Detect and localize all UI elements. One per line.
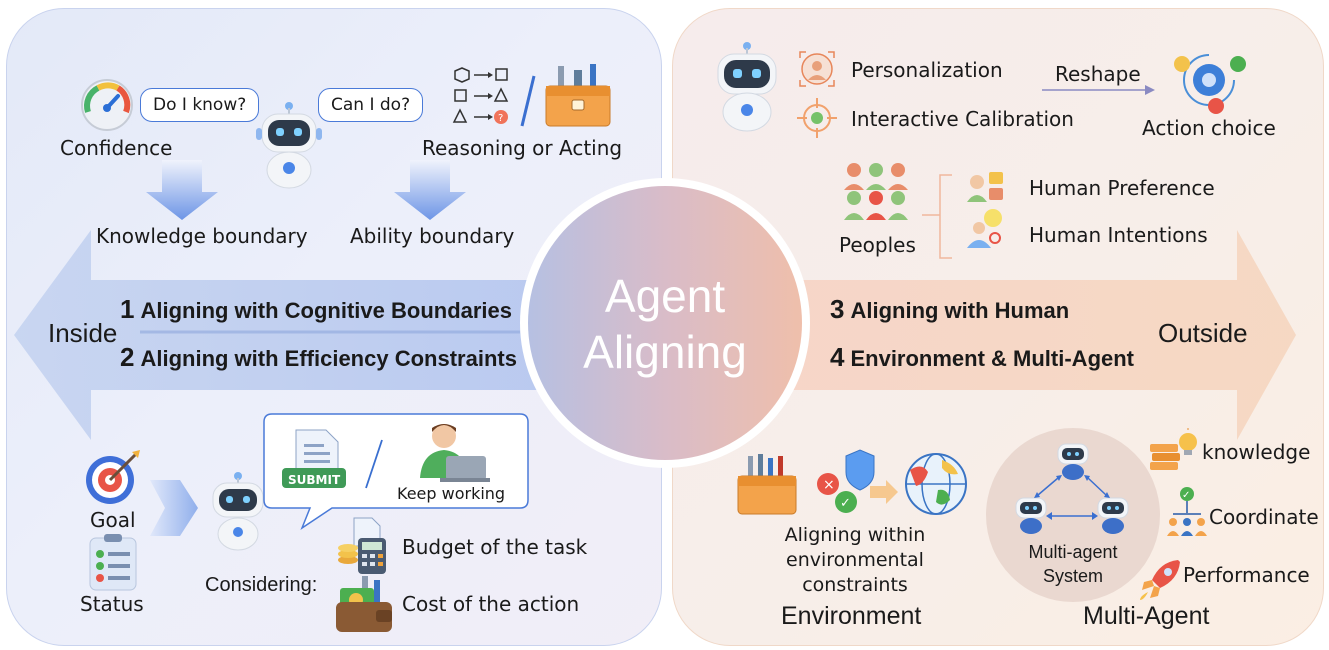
bubble-do-i-know: Do I know? bbox=[140, 88, 260, 122]
considering-label: Considering: bbox=[205, 574, 318, 596]
env-caption: Aligning within environmental constraint… bbox=[770, 523, 940, 598]
env-caption-line1: Aligning within bbox=[784, 524, 926, 546]
wallet-icon bbox=[336, 576, 392, 632]
goal-label: Goal bbox=[90, 508, 136, 532]
row-3-num: 3 bbox=[830, 294, 845, 324]
globe-icon bbox=[905, 453, 967, 515]
check-cross-icon: × ✓ bbox=[817, 449, 898, 513]
row-1-text: Aligning with Cognitive Boundaries bbox=[140, 298, 513, 323]
human-preference-label: Human Preference bbox=[1029, 176, 1215, 200]
mas-caption-line2: System bbox=[1042, 566, 1103, 586]
svg-text:?: ? bbox=[498, 113, 503, 124]
reshape-label: Reshape bbox=[1055, 62, 1141, 86]
row-3-text: Aligning with Human bbox=[850, 298, 1070, 323]
center-circle-inner bbox=[528, 186, 802, 460]
submit-label: SUBMIT bbox=[288, 473, 341, 487]
env-caption-line3: constraints bbox=[802, 574, 908, 596]
tree-icon: ✓ bbox=[1167, 487, 1207, 536]
portrait-icon bbox=[799, 51, 835, 87]
environment-title: Environment bbox=[781, 602, 922, 630]
bubble-can-i-do: Can I do? bbox=[318, 88, 424, 122]
target-icon bbox=[86, 450, 140, 504]
svg-text:×: × bbox=[823, 477, 835, 493]
robot-icon bbox=[256, 102, 322, 189]
crosshair-icon bbox=[797, 98, 837, 138]
action-choice-label: Action choice bbox=[1142, 116, 1276, 140]
center-title: Agent Aligning bbox=[545, 268, 785, 380]
personalization-label: Personalization bbox=[851, 58, 1003, 82]
tools-icon bbox=[737, 454, 797, 515]
budget-label: Budget of the task bbox=[402, 535, 588, 559]
toolbox-icon bbox=[545, 64, 611, 127]
interactive-calibration-label: Interactive Calibration bbox=[851, 107, 1074, 131]
row-2-num: 2 bbox=[120, 342, 135, 372]
center-title-line1: Agent bbox=[604, 270, 726, 322]
performance-label: Performance bbox=[1183, 563, 1310, 587]
knowledge-label: knowledge bbox=[1202, 440, 1311, 464]
keep-working-label: Keep working bbox=[397, 484, 506, 503]
intention-icon bbox=[967, 209, 1002, 248]
peoples-label: Peoples bbox=[839, 233, 916, 257]
rocket-icon bbox=[1140, 560, 1180, 600]
preference-icon bbox=[967, 172, 1003, 202]
coordinate-label: Coordinate bbox=[1209, 505, 1319, 529]
ability-boundary-label: Ability boundary bbox=[350, 224, 515, 248]
gauge-icon bbox=[81, 79, 133, 131]
shapes-icon: ? bbox=[452, 67, 509, 124]
calculator-icon bbox=[338, 517, 386, 574]
inside-label: Inside bbox=[48, 318, 118, 348]
svg-text:✓: ✓ bbox=[1182, 490, 1190, 501]
robot-icon bbox=[212, 472, 264, 551]
human-intentions-label: Human Intentions bbox=[1029, 223, 1208, 247]
mas-caption-line1: Multi-agent bbox=[1028, 542, 1118, 562]
gear-cycle-icon bbox=[1174, 54, 1246, 114]
submit-doc-icon bbox=[282, 429, 346, 488]
checklist-icon bbox=[89, 534, 137, 591]
row-1-num: 1 bbox=[120, 294, 135, 324]
multi-agent-diagram bbox=[1015, 443, 1129, 534]
slash-divider bbox=[520, 75, 536, 127]
slash-divider bbox=[365, 439, 383, 489]
worker-icon bbox=[420, 424, 490, 482]
mas-caption: Multi-agent System bbox=[1008, 540, 1138, 588]
reasoning-label: Reasoning or Acting bbox=[422, 136, 623, 160]
knowledge-boundary-label: Knowledge boundary bbox=[96, 224, 308, 248]
row-2-text: Aligning with Efficiency Constraints bbox=[140, 346, 517, 371]
people-group-icon bbox=[844, 163, 908, 220]
cost-label: Cost of the action bbox=[402, 592, 580, 616]
status-label: Status bbox=[80, 592, 144, 616]
svg-text:✓: ✓ bbox=[840, 496, 851, 511]
outside-label: Outside bbox=[1158, 318, 1248, 348]
row-4-text: Environment & Multi-Agent bbox=[850, 346, 1135, 371]
confidence-label: Confidence bbox=[60, 136, 173, 160]
robot-icon bbox=[717, 42, 777, 132]
books-icon bbox=[1150, 428, 1197, 470]
env-caption-line2: environmental bbox=[786, 549, 924, 571]
center-title-line2: Aligning bbox=[583, 326, 747, 378]
row-4-num: 4 bbox=[830, 342, 845, 372]
multi-agent-title: Multi-Agent bbox=[1083, 602, 1210, 630]
